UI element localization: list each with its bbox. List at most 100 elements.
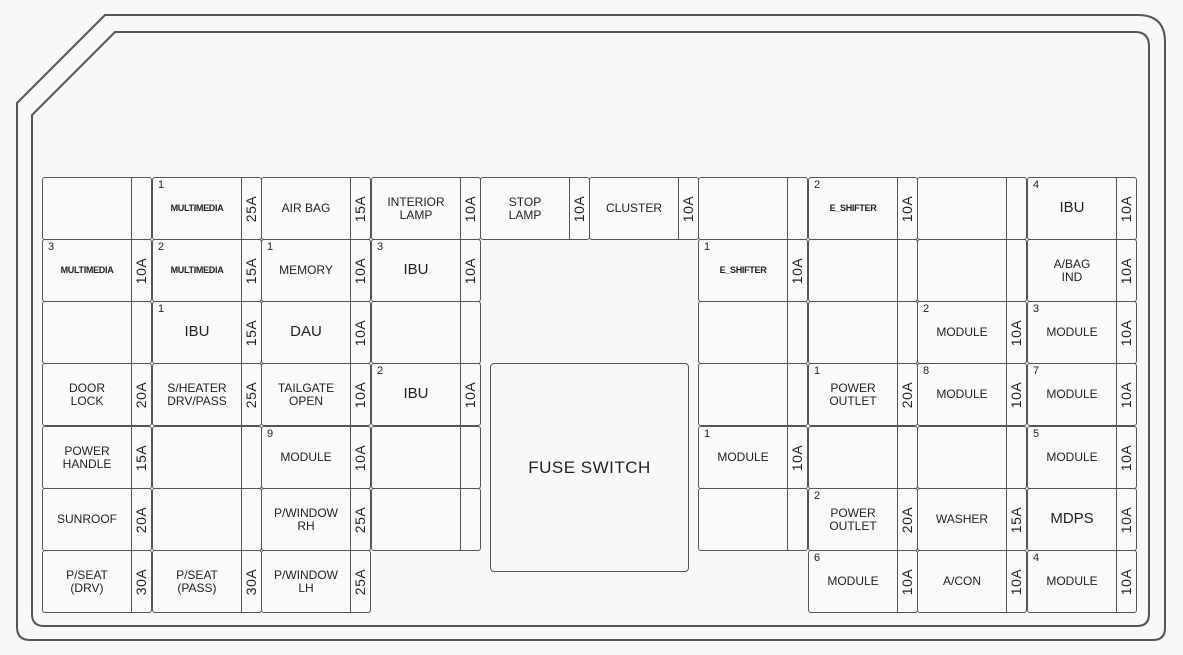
fuse-number: 1 bbox=[158, 303, 165, 315]
fuse-number: 2 bbox=[814, 490, 821, 502]
fuse-amp-rating: 15A bbox=[350, 178, 370, 239]
fuse-name: MODULE bbox=[936, 325, 988, 340]
fuse-name: MODULE bbox=[280, 450, 332, 465]
fuse-amp-label: 10A bbox=[789, 444, 806, 471]
fuse-amp-label: 10A bbox=[462, 381, 479, 408]
fuse-name: MODULE bbox=[827, 574, 879, 589]
fuse-amp-label: 10A bbox=[133, 257, 150, 284]
fuse-amp-rating bbox=[897, 427, 917, 488]
fuse-amp-rating: 10A bbox=[1116, 364, 1136, 425]
fuse-amp-label: 20A bbox=[133, 506, 150, 533]
fuse-amp-rating: 20A bbox=[897, 364, 917, 425]
fuse-name: DOOR LOCK bbox=[69, 380, 105, 408]
fuse-amp-rating: 10A bbox=[1116, 302, 1136, 363]
fuse-amp-label: 15A bbox=[1008, 506, 1025, 533]
fuse-slot bbox=[42, 177, 152, 240]
fuse-name: DAU bbox=[290, 323, 322, 341]
fuse-amp-label: 10A bbox=[462, 257, 479, 284]
fuse-amp-rating: 10A bbox=[1006, 364, 1026, 425]
fuse-number: 3 bbox=[1033, 303, 1040, 315]
fuse-slot: P/SEAT (DRV)30A bbox=[42, 550, 152, 613]
fuse-slot bbox=[152, 488, 262, 551]
fuse-number: 2 bbox=[923, 303, 930, 315]
fuse-name: POWER HANDLE bbox=[62, 443, 112, 471]
fuse-slot bbox=[698, 301, 808, 364]
fuse-slot bbox=[917, 177, 1027, 240]
fuse-amp-rating: 10A bbox=[131, 240, 151, 301]
fuse-amp-rating: 10A bbox=[1116, 178, 1136, 239]
fuse-name: MODULE bbox=[717, 450, 769, 465]
fuse-amp-label: 10A bbox=[1118, 568, 1135, 595]
fuse-name: INTERIOR LAMP bbox=[387, 194, 445, 222]
fuse-amp-rating bbox=[241, 489, 261, 550]
fuse-amp-rating: 10A bbox=[460, 178, 480, 239]
fuse-slot: SUNROOF 20A bbox=[42, 488, 152, 551]
fuse-amp-label: 20A bbox=[899, 506, 916, 533]
fuse-name: IBU bbox=[1059, 199, 1085, 217]
fuse-slot bbox=[152, 426, 262, 489]
fuse-switch-label: FUSE SWITCH bbox=[528, 457, 651, 477]
fuse-name: A/BAG IND bbox=[1053, 256, 1091, 284]
fuse-amp-rating: 15A bbox=[241, 240, 261, 301]
fuse-amp-rating bbox=[897, 302, 917, 363]
fuse-slot bbox=[917, 426, 1027, 489]
fuse-slot: CLUSTER 10A bbox=[589, 177, 699, 240]
fuse-amp-rating: 10A bbox=[350, 302, 370, 363]
fuse-slot bbox=[698, 363, 808, 426]
fuse-slot: MDPS 10A bbox=[1027, 488, 1137, 551]
fuse-amp-rating: 10A bbox=[787, 240, 807, 301]
fuse-amp-rating bbox=[1006, 240, 1026, 301]
fuse-amp-label: 10A bbox=[899, 195, 916, 222]
fuse-name: WASHER bbox=[935, 512, 989, 527]
fuse-amp-label: 20A bbox=[899, 381, 916, 408]
fuse-number: 5 bbox=[1033, 428, 1040, 440]
fuse-amp-rating: 20A bbox=[897, 489, 917, 550]
fuse-amp-label: 10A bbox=[680, 195, 697, 222]
fuse-amp-rating bbox=[1006, 427, 1026, 488]
fuse-amp-label: 25A bbox=[243, 195, 260, 222]
fuse-amp-rating bbox=[460, 427, 480, 488]
fuse-amp-rating: 10A bbox=[1116, 240, 1136, 301]
fuse-number: 6 bbox=[814, 552, 821, 564]
fuse-name: IBU bbox=[403, 385, 429, 403]
fuse-name: MEMORY bbox=[279, 263, 333, 278]
fuse-name: POWER OUTLET bbox=[829, 505, 877, 533]
fuse-slot: DAU 10A bbox=[261, 301, 371, 364]
fuse-name: CLUSTER bbox=[605, 201, 662, 216]
fuse-amp-label: 10A bbox=[1118, 444, 1135, 471]
fuse-amp-rating: 10A bbox=[1116, 489, 1136, 550]
fuse-name: SUNROOF bbox=[57, 512, 117, 527]
fuse-amp-label: 10A bbox=[1118, 257, 1135, 284]
fuse-slot bbox=[698, 488, 808, 551]
fuse-name: MODULE bbox=[1046, 325, 1098, 340]
fuse-name: MODULE bbox=[936, 387, 988, 402]
fuse-amp-label: 15A bbox=[243, 319, 260, 346]
fuse-slot bbox=[371, 488, 481, 551]
fuse-name: MDPS bbox=[1050, 510, 1094, 528]
fuse-amp-label: 10A bbox=[1008, 381, 1025, 408]
fuse-amp-label: 10A bbox=[1008, 568, 1025, 595]
fuse-name: MODULE bbox=[1046, 574, 1098, 589]
fuse-number: 7 bbox=[1033, 365, 1040, 377]
fuse-number: 1 bbox=[814, 365, 821, 377]
fuse-slot bbox=[698, 177, 808, 240]
fuse-amp-rating: 10A bbox=[569, 178, 589, 239]
fuse-amp-rating: 10A bbox=[1116, 427, 1136, 488]
fuse-name: MODULE bbox=[1046, 450, 1098, 465]
fuse-name: E_SHIFTER bbox=[719, 264, 767, 275]
fuse-slot bbox=[917, 239, 1027, 302]
fuse-amp-rating: 15A bbox=[1006, 489, 1026, 550]
